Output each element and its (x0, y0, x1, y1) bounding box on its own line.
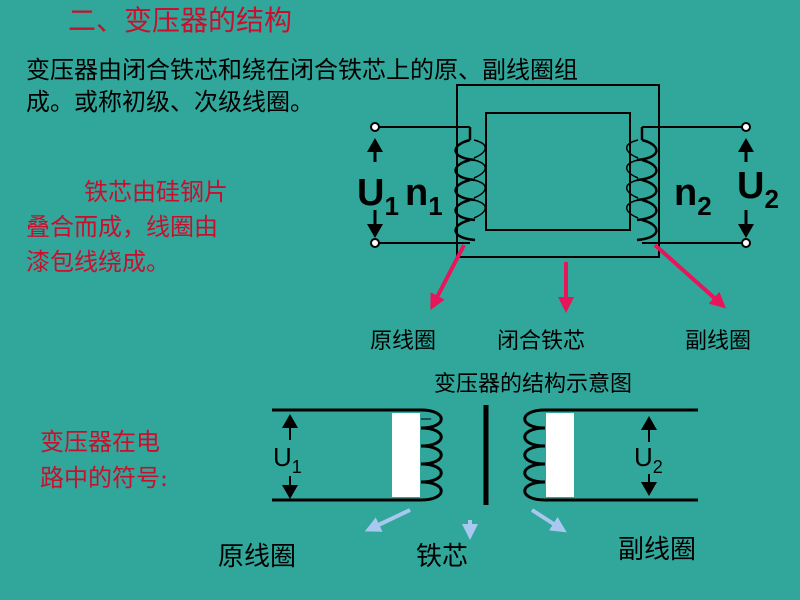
structure-diagram: U1 n1 n2 U2 原线圈 闭合铁芯 副线圈 变压器的结构示意图 (357, 84, 779, 397)
symbol-primary-wires (272, 408, 421, 502)
u1-label: U1 (357, 172, 399, 221)
u2-label: U2 (737, 165, 779, 214)
secondary-coil (626, 127, 658, 242)
symbol-label-core: 铁芯 (416, 542, 468, 572)
label-secondary-coil: 副线圈 (685, 329, 751, 354)
symbol-secondary-wires (545, 408, 698, 502)
diagram-caption: 变压器的结构示意图 (434, 372, 632, 397)
secondary-terminal-bottom (741, 238, 751, 248)
symbol-primary-block (392, 413, 420, 497)
label-closed-core: 闭合铁芯 (497, 329, 585, 354)
n1-label: n1 (405, 172, 443, 221)
core-note-line-2: 叠合而成，线圈由 (26, 213, 218, 241)
symbol-secondary-block (546, 413, 574, 497)
secondary-wires (642, 126, 745, 244)
pointer-arrows (430, 243, 726, 313)
symbol-u2-arrows (641, 416, 657, 496)
symbol-u2-label: U2 (634, 442, 663, 477)
core-note-line-3: 漆包线绕成。 (26, 248, 170, 276)
label-primary-coil: 原线圈 (370, 329, 436, 354)
slide-title: 二、变压器的结构 (68, 4, 293, 37)
u1-arrows (367, 138, 383, 238)
secondary-terminal-top (741, 122, 751, 132)
symbol-secondary-coil (523, 408, 546, 502)
primary-coil (454, 127, 486, 242)
primary-wires (376, 126, 470, 244)
primary-terminal-top (370, 122, 380, 132)
n2-label: n2 (674, 172, 712, 221)
core-note-line-1: 铁芯由硅钢片 (84, 178, 228, 206)
symbol-primary-coil (420, 408, 443, 502)
primary-terminal-bottom (370, 238, 380, 248)
iron-core-inner (485, 112, 631, 231)
symbol-intro-line-1: 变压器在电 (40, 428, 160, 456)
symbol-u1-arrows (282, 414, 298, 499)
circuit-symbol: U1 U2 原线圈 铁芯 副线圈 (218, 405, 698, 572)
symbol-intro-line-2: 路中的符号: (40, 464, 169, 492)
symbol-label-secondary: 副线圈 (618, 535, 696, 565)
symbol-u1-label: U1 (273, 442, 302, 477)
symbol-label-primary: 原线圈 (218, 542, 296, 572)
intro-line-1: 变压器由闭合铁芯和绕在闭合铁芯上的原、副线圈组 (26, 56, 578, 84)
u2-arrows (738, 138, 754, 238)
intro-line-2: 成。或称初级、次级线圈。 (26, 88, 314, 116)
iron-core-outer (456, 84, 660, 258)
symbol-pointer-arrows (364, 508, 567, 540)
